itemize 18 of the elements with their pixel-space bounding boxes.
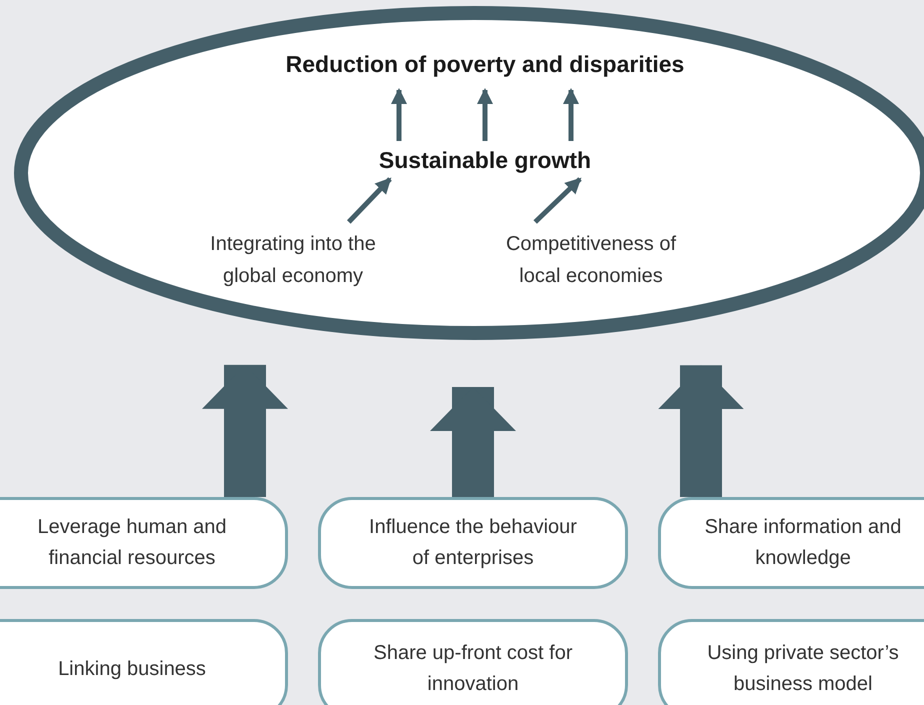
arrow — [533, 177, 582, 224]
arrow — [347, 177, 392, 224]
block-arrow — [658, 365, 744, 497]
text-label: Reduction of poverty and disparities — [270, 46, 700, 82]
rounded-box: Leverage human and financial resources — [0, 497, 288, 589]
arrow — [563, 88, 579, 141]
rounded-box: Using private sector’s business model — [658, 619, 924, 705]
arrow — [391, 88, 407, 141]
block-arrow — [430, 387, 516, 497]
text-label: Sustainable growth — [360, 143, 610, 177]
rounded-box: Share information and knowledge — [658, 497, 924, 589]
text-label: Competitiveness of local economies — [498, 228, 684, 292]
rounded-box: Influence the behaviour of enterprises — [318, 497, 628, 589]
arrow — [477, 88, 493, 141]
block-arrow — [202, 364, 288, 497]
rounded-box: Linking business — [0, 619, 288, 705]
rounded-box: Share up-front cost for innovation — [318, 619, 628, 705]
text-label: Integrating into the global economy — [200, 228, 386, 292]
